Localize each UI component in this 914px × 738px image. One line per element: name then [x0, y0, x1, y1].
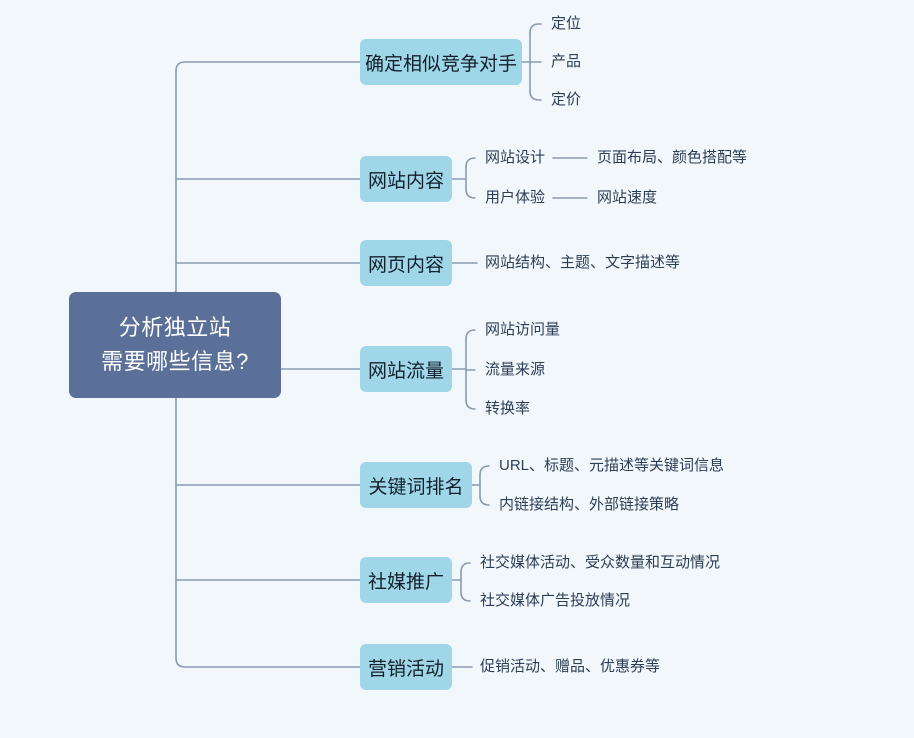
branch-node-6[interactable]: 社媒推广 — [360, 557, 452, 603]
branch-label: 网站流量 — [368, 360, 445, 382]
subleaf-label[interactable]: 页面布局、颜色搭配等 — [597, 149, 748, 166]
leaf-label[interactable]: 社交媒体活动、受众数量和互动情况 — [480, 554, 721, 571]
leaf-label[interactable]: 用户体验 — [485, 189, 546, 206]
leaf-label[interactable]: 网站设计 — [485, 149, 546, 166]
root-title-line1: 分析独立站 — [118, 315, 232, 340]
leaf-label[interactable]: 社交媒体广告投放情况 — [480, 592, 631, 609]
leaf-label[interactable]: 流量来源 — [485, 361, 546, 378]
root-title-line2: 需要哪些信息? — [101, 349, 249, 374]
branch-node-1[interactable]: 确定相似竞争对手 — [360, 39, 522, 85]
leaf-label[interactable]: 网站访问量 — [485, 321, 561, 338]
branch-node-5[interactable]: 关键词排名 — [360, 462, 472, 508]
leaf-label[interactable]: URL、标题、元描述等关键词信息 — [499, 457, 725, 474]
leaf-label[interactable]: 促销活动、赠品、优惠券等 — [480, 658, 661, 675]
branch-label: 营销活动 — [368, 658, 445, 680]
branch-node-3[interactable]: 网页内容 — [360, 240, 452, 286]
leaf-label[interactable]: 产品 — [551, 53, 582, 70]
branch-label: 社媒推广 — [368, 571, 445, 593]
branch-label: 关键词排名 — [368, 476, 464, 498]
branch-node-2[interactable]: 网站内容 — [360, 156, 452, 202]
leaf-label[interactable]: 转换率 — [485, 400, 531, 417]
leaf-label[interactable]: 内链接结构、外部链接策略 — [499, 496, 680, 513]
branch-node-4[interactable]: 网站流量 — [360, 346, 452, 392]
leaf-label[interactable]: 定价 — [551, 91, 582, 108]
branch-label: 确定相似竞争对手 — [365, 53, 518, 75]
branch-label: 网站内容 — [368, 170, 445, 192]
leaf-label[interactable]: 网站结构、主题、文字描述等 — [485, 254, 681, 271]
branch-label: 网页内容 — [368, 254, 445, 276]
root-node[interactable]: 分析独立站 需要哪些信息? — [69, 292, 281, 398]
subleaf-label[interactable]: 网站速度 — [597, 189, 658, 206]
branch-node-7[interactable]: 营销活动 — [360, 644, 452, 690]
leaf-label[interactable]: 定位 — [551, 15, 582, 32]
